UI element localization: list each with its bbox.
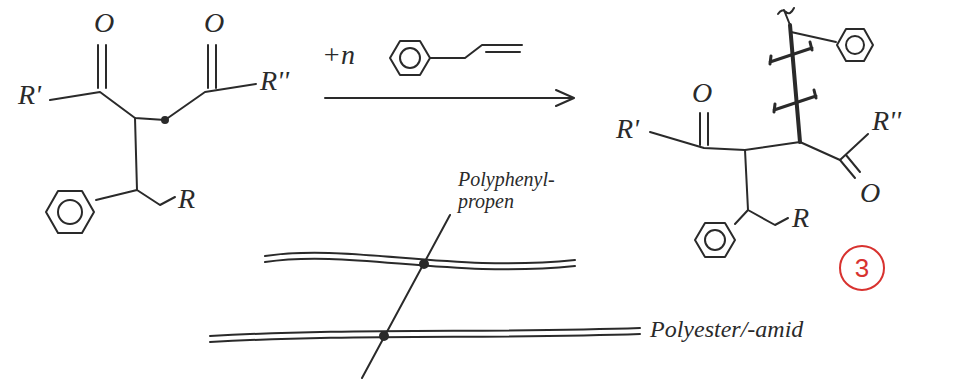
polymer-label: Polyester/-amid bbox=[650, 316, 803, 342]
crosslink-node bbox=[380, 332, 388, 340]
substituent-label: R'' bbox=[872, 106, 901, 137]
reaction-arrow bbox=[325, 90, 574, 106]
benzene-ring bbox=[695, 223, 735, 257]
substituent-label: R bbox=[178, 184, 195, 215]
chain-end bbox=[778, 8, 794, 25]
polyester-chain bbox=[210, 328, 640, 342]
double-bond bbox=[98, 45, 106, 88]
bond-lines bbox=[650, 132, 868, 160]
benzene-ring bbox=[846, 36, 864, 54]
monomer-count: +n bbox=[322, 40, 355, 71]
callout-number: 3 bbox=[855, 255, 869, 281]
double-bond bbox=[208, 45, 216, 88]
benzene-ring bbox=[400, 48, 420, 68]
callout-circle: 3 bbox=[839, 245, 885, 291]
radical-dot bbox=[162, 117, 168, 123]
atom-label: O bbox=[204, 8, 224, 39]
bond-lines bbox=[50, 84, 256, 120]
benzene-ring bbox=[46, 191, 94, 233]
substituent-label: R' bbox=[616, 114, 639, 145]
polymer-chain bbox=[790, 25, 800, 142]
polyester-chain bbox=[265, 253, 575, 270]
bond-lines bbox=[791, 32, 836, 42]
crosslink-node bbox=[420, 260, 428, 268]
benzene-ring bbox=[705, 230, 725, 250]
chain-bracket bbox=[770, 42, 816, 112]
double-bond bbox=[700, 113, 708, 145]
substituent-label: R'' bbox=[260, 66, 289, 97]
atom-label: O bbox=[860, 178, 880, 209]
polymer-label: Polyphenyl- propen bbox=[458, 168, 580, 212]
benzene-ring bbox=[58, 200, 82, 224]
atom-label: O bbox=[94, 8, 114, 39]
bond-lines bbox=[96, 118, 175, 205]
atom-label: O bbox=[692, 78, 712, 109]
crosslink-chain bbox=[362, 215, 450, 378]
benzene-ring bbox=[390, 41, 430, 75]
vinyl-group bbox=[430, 45, 522, 58]
bond-lines bbox=[735, 150, 788, 225]
benzene-ring bbox=[837, 29, 873, 61]
substituent-label: R' bbox=[18, 80, 41, 111]
double-bond bbox=[840, 155, 860, 178]
substituent-label: R bbox=[792, 203, 809, 234]
